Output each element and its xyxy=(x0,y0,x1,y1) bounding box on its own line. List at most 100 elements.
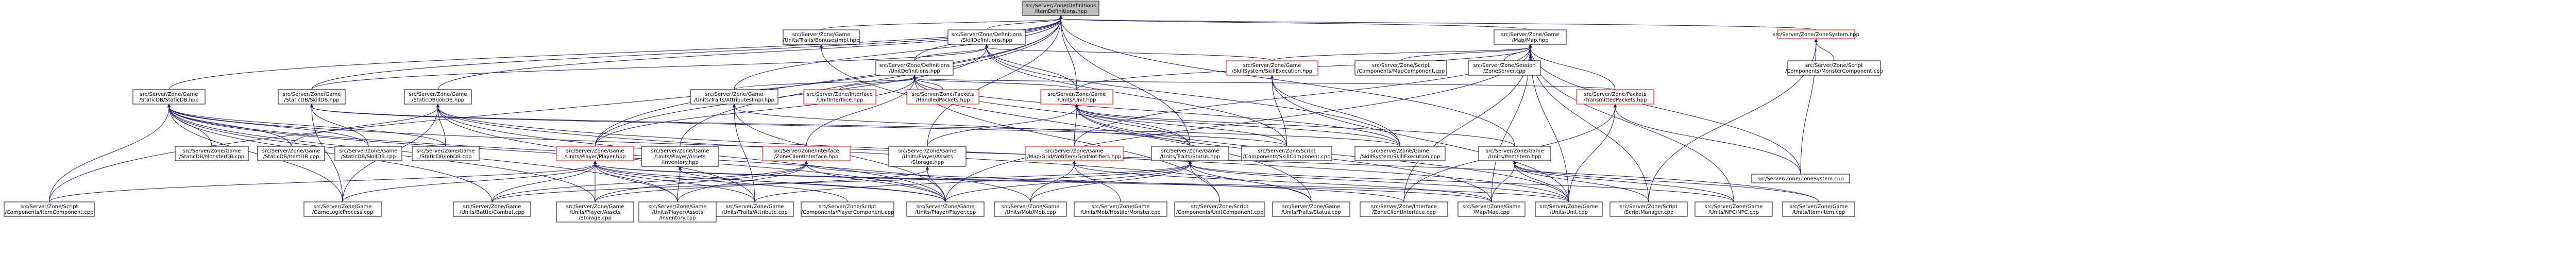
graph-node-ifaceunit[interactable]: src/Server/Zone/Interface/UnitInterface.… xyxy=(803,89,876,105)
graph-node-statuscpp[interactable]: src/Server/Zone/Game/Units/Traits/Status… xyxy=(1272,201,1350,217)
node-box xyxy=(1226,60,1318,76)
graph-node-mapcompscript[interactable]: src/Server/Zone/Script/Components/MapCom… xyxy=(1354,60,1447,76)
dependency-edge xyxy=(985,44,1287,147)
graph-node-root[interactable]: src/Server/Zone/Definitions/ItemDefiniti… xyxy=(1022,1,1099,16)
node-box xyxy=(404,89,472,105)
graph-node-gamelogicprocess[interactable]: src/Server/Zone/Game/GameLogicProcess.cp… xyxy=(303,201,382,217)
graph-node-mapheader[interactable]: src/Server/Zone/Game/Map/Map.hpp xyxy=(1494,29,1567,45)
dependency-edge xyxy=(291,104,440,147)
node-box xyxy=(1354,60,1447,76)
node-label-line: src/Server/Zone/Packets xyxy=(912,92,974,97)
graph-node-attributesimpl[interactable]: src/Server/Zone/Game/Units/Traits/Attrib… xyxy=(690,89,778,105)
graph-node-monstercompscript[interactable]: src/Server/Zone/Script/Components/Monste… xyxy=(1785,60,1883,76)
node-label-line: src/Server/Zone/Game xyxy=(1161,148,1219,154)
node-label-line: /GameLogicProcess.cpp xyxy=(312,210,374,215)
node-label-line: src/Server/Zone/Definitions xyxy=(1026,3,1096,9)
graph-node-combatcpp[interactable]: src/Server/Zone/Game/Units/Battle/Combat… xyxy=(453,201,531,217)
node-box xyxy=(1458,201,1526,217)
node-box xyxy=(1174,201,1265,217)
graph-node-itemcompscript[interactable]: src/Server/Zone/Script/Components/ItemCo… xyxy=(4,201,95,217)
dependency-edge xyxy=(342,160,597,202)
graph-node-monsterspawn[interactable]: src/Server/Zone/Game/Map/Grid/Notifiers/… xyxy=(1025,146,1124,161)
dependency-edge xyxy=(1188,160,1312,202)
node-label-line: /Units/Item/Item.hpp xyxy=(1488,154,1541,160)
graph-node-zoneclientifacecpp[interactable]: src/Server/Zone/Interface/ZoneClientInte… xyxy=(1360,201,1448,217)
dependency-edge xyxy=(1059,15,1531,30)
node-box xyxy=(412,146,480,161)
dependency-edge xyxy=(1528,44,1616,90)
graph-node-inventoryhpp[interactable]: src/Server/Zone/Game/Units/Player/Assets… xyxy=(641,146,719,167)
graph-node-itemcpp[interactable]: src/Server/Zone/Game/Units/Item/Item.cpp xyxy=(1782,201,1855,217)
dependency-edge xyxy=(1528,44,1801,175)
graph-node-storagecpp[interactable]: src/Server/Zone/Game/Units/Player/Assets… xyxy=(556,201,634,223)
graph-node-zoneclientiface[interactable]: src/Server/Zone/Interface/ZoneClientInte… xyxy=(762,146,851,161)
graph-node-jobdbcpp[interactable]: src/Server/Zone/Game/StaticDB/JobDB.cpp xyxy=(412,146,480,161)
graph-node-transmittedpackets[interactable]: src/Server/Zone/Packets/TransmittedPacke… xyxy=(1576,89,1654,105)
graph-node-traitsbonuses[interactable]: src/Server/Zone/Game/Units/Traits/Bonuse… xyxy=(783,29,860,45)
graph-node-mapcpp[interactable]: src/Server/Zone/Game/Map/Map.cpp xyxy=(1458,201,1526,217)
graph-node-jobdbhpp[interactable]: src/Server/Zone/Game/StaticDB/JobDB.hpp xyxy=(404,89,472,105)
graph-node-itemdbcpp[interactable]: src/Server/Zone/Game/StaticDB/ItemDB.cpp xyxy=(257,146,325,161)
node-box xyxy=(453,201,531,217)
graph-node-skillcompscript[interactable]: src/Server/Zone/Script/Components/SkillC… xyxy=(1241,146,1332,161)
node-label-line: /Map/Map.hpp xyxy=(1512,38,1548,43)
graph-node-skillexec[interactable]: src/Server/Zone/Game/SkillSystem/SkillEx… xyxy=(1226,60,1318,76)
dependency-edge xyxy=(167,104,369,147)
node-label-line: /ScriptManager.cpp xyxy=(1624,210,1674,215)
dependency-edge xyxy=(732,104,1191,147)
graph-node-monsterdbcpp[interactable]: src/Server/Zone/Game/StaticDB/MonsterDB.… xyxy=(175,146,249,161)
dependency-edge xyxy=(925,166,946,202)
dependency-edge xyxy=(821,15,1063,30)
graph-node-itemhpp[interactable]: src/Server/Zone/Game/Units/Item/Item.hpp xyxy=(1478,146,1551,161)
graph-node-npccpp[interactable]: src/Server/Zone/Game/Units/NPC/NPC.cpp xyxy=(1694,201,1773,217)
dependency-edge xyxy=(167,104,1819,202)
node-label-line: src/Server/Zone/Game xyxy=(1243,63,1301,69)
graph-node-unitdefs[interactable]: src/Server/Zone/Definitions/UnitDefiniti… xyxy=(875,60,954,76)
graph-node-unitcpp[interactable]: src/Server/Zone/Game/Units/Unit.cpp xyxy=(1535,201,1603,217)
graph-node-playercompscript[interactable]: src/Server/Zone/Script/Components/Player… xyxy=(801,201,894,217)
node-label-line: src/Server/Zone/Game xyxy=(917,204,975,210)
graph-node-unitcompscript[interactable]: src/Server/Zone/Script/Components/UnitCo… xyxy=(1174,201,1265,217)
graph-node-playercpp[interactable]: src/Server/Zone/Game/Units/Player/Player… xyxy=(906,201,985,217)
graph-node-zonesystem[interactable]: src/Server/Zone/ZoneSystem.hpp xyxy=(1773,29,1859,39)
graph-node-skillexeccpp[interactable]: src/Server/Zone/Game/SkillSystem/SkillEx… xyxy=(1354,146,1446,161)
graph-node-mobcpp[interactable]: src/Server/Zone/Game/Units/Mob/Mob.cpp xyxy=(994,201,1067,217)
graph-node-unithpp[interactable]: src/Server/Zone/Game/Units/Unit.hpp xyxy=(1040,89,1113,105)
graph-node-skilldefs[interactable]: src/Server/Zone/Definitions/SkillDefinit… xyxy=(947,29,1026,45)
node-label-line: src/Server/Zone/Script xyxy=(1620,204,1677,210)
graph-node-skilldbcpp[interactable]: src/Server/Zone/Game/StaticDB/SkillDB.cp… xyxy=(334,146,402,161)
graph-node-staticdbhpp[interactable]: src/Server/Zone/Game/StaticDB/StaticDB.h… xyxy=(132,89,206,105)
dependency-edge xyxy=(734,75,917,90)
graph-node-attributecpp[interactable]: src/Server/Zone/Game/Units/Traits/Attrib… xyxy=(716,201,794,217)
dependency-edge xyxy=(167,104,446,147)
dependency-edge xyxy=(595,44,989,147)
graph-node-hostilemonstercpp[interactable]: src/Server/Zone/Game/Units/Mob/Hostile/M… xyxy=(1074,201,1167,217)
dependency-edge xyxy=(436,104,1569,202)
graph-node-storagehpp[interactable]: src/Server/Zone/Game/Units/Player/Assets… xyxy=(888,146,967,167)
node-label-line: /Storage.cpp xyxy=(579,215,612,221)
dependency-edge xyxy=(167,104,493,202)
dependency-edge xyxy=(1528,44,1734,202)
dependency-edge xyxy=(1568,104,1617,202)
node-label-line: src/Server/Zone/Script xyxy=(1372,63,1430,69)
node-box xyxy=(1074,201,1167,217)
node-label-line: src/Server/Zone/Game xyxy=(314,204,372,210)
node-label-line: src/Server/Zone/Game xyxy=(649,204,707,210)
graph-node-handledpackets[interactable]: src/Server/Zone/Packets/HandledPackets.h… xyxy=(906,89,979,105)
dependency-edge xyxy=(985,44,1077,90)
dependency-edge xyxy=(912,75,1616,90)
graph-node-playerhpp[interactable]: src/Server/Zone/Game/Units/Player/Player… xyxy=(556,146,634,161)
dependency-edge xyxy=(595,160,808,202)
node-label-line: /Units/Player/Player.cpp xyxy=(915,210,976,215)
graph-node-zonesystemcpp[interactable]: src/Server/Zone/ZoneSystem.cpp xyxy=(1751,174,1850,183)
node-label-line: src/Server/Zone/Script xyxy=(1191,204,1249,210)
dependency-edge xyxy=(1030,160,1076,202)
dependency-edge xyxy=(49,104,171,202)
graph-node-skilldbhpp[interactable]: src/Server/Zone/Game/StaticDB/SkillDB.hp… xyxy=(278,89,346,105)
graph-node-statushpp[interactable]: src/Server/Zone/Game/Units/Traits/Status… xyxy=(1151,146,1229,161)
graph-node-zoneservercpp[interactable]: src/Server/Zone/Session/ZoneServer.cpp xyxy=(1468,60,1541,76)
graph-node-inventorycpp[interactable]: src/Server/Zone/Game/Units/Player/Assets… xyxy=(638,201,717,223)
node-box xyxy=(257,146,325,161)
node-box xyxy=(1782,201,1855,217)
graph-node-scriptmanager[interactable]: src/Server/Zone/Script/ScriptManager.cpp xyxy=(1609,201,1688,217)
